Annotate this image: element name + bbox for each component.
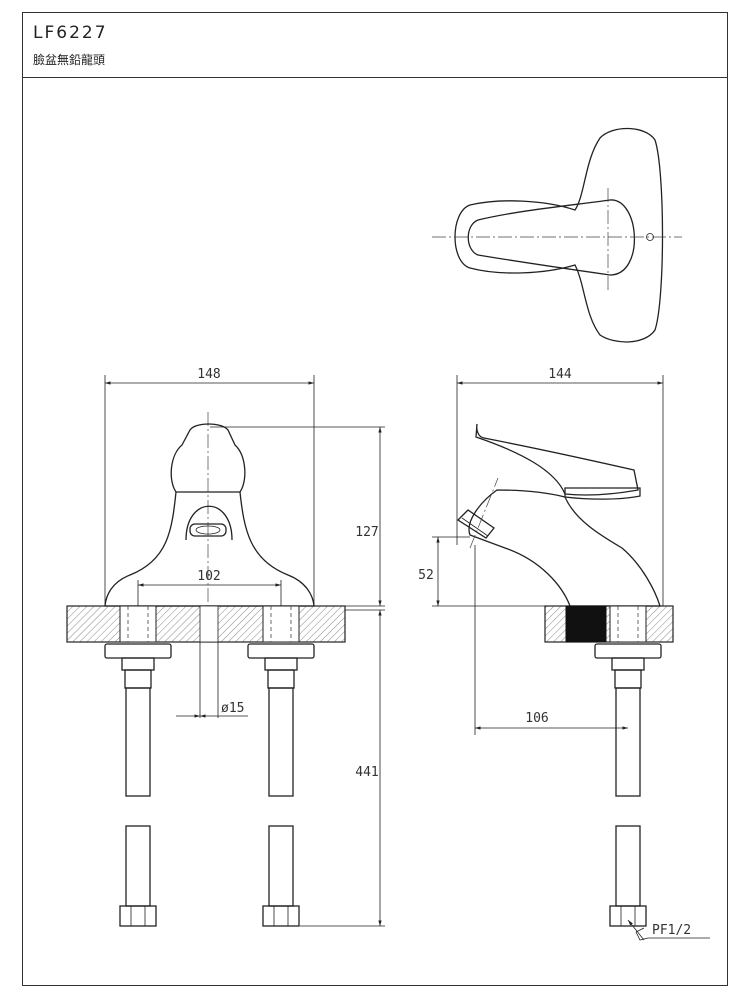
left-hose-end-nut: [119, 905, 157, 927]
dim-width-side: 144: [548, 367, 572, 382]
left-hose-upper: [125, 687, 151, 797]
right-lock-nut: [247, 643, 315, 659]
right-hose-nut: [267, 669, 295, 689]
side-supply-hose: [594, 643, 662, 927]
front-handle-cap: [170, 423, 246, 493]
dim-height-spout: 127: [355, 525, 378, 540]
left-hose-nut: [124, 669, 152, 689]
front-aerator-mesh: [195, 525, 221, 535]
side-cartridge: [564, 487, 641, 500]
product-description: 臉盆無鉛龍頭: [33, 53, 106, 67]
thread-callout: PF1/2: [652, 923, 691, 938]
drawing-sheet: LF6227 臉盆無鉛龍頭: [22, 12, 728, 986]
dim-width-front: 148: [197, 367, 220, 382]
left-lock-nut: [104, 643, 172, 659]
side-lever: [475, 423, 639, 496]
title-block: LF6227 臉盆無鉛龍頭: [23, 13, 727, 78]
top-view: [432, 127, 682, 343]
model-number: LF6227: [33, 23, 108, 43]
front-aerator: [189, 523, 227, 537]
front-body-outline: [104, 491, 315, 607]
side-view: 144 52 106 PF1/2: [418, 367, 710, 941]
right-hose-end-nut: [262, 905, 300, 927]
side-countertop-section: [544, 605, 674, 643]
dim-hose-length: 441: [355, 765, 378, 780]
side-base-gasket: [565, 605, 607, 643]
side-spout-tip: [456, 509, 495, 539]
side-mount-hole: [609, 605, 647, 643]
dim-spout-reach: 106: [525, 711, 548, 726]
side-body: [468, 489, 661, 607]
left-shank: [121, 657, 155, 671]
front-left-hole: [119, 605, 157, 643]
side-spout-axis: [469, 477, 499, 549]
front-left-supply-hose: [104, 643, 172, 927]
front-center-hole: [199, 605, 219, 643]
right-hose-lower: [268, 825, 294, 907]
left-hose-lower: [125, 825, 151, 907]
dim-center-distance: 102: [197, 569, 220, 584]
dim-spout-clearance: 52: [418, 568, 434, 583]
dim-hole-diameter: ø15: [221, 701, 244, 716]
front-view: 148 102 ø15 127 441: [66, 367, 385, 927]
front-right-supply-hose: [247, 643, 315, 927]
top-view-handle-outline: [467, 199, 636, 276]
right-shank: [264, 657, 298, 671]
front-right-hole: [262, 605, 300, 643]
front-spout-arch: [185, 505, 233, 541]
top-view-base-outline: [454, 127, 664, 343]
right-hose-upper: [268, 687, 294, 797]
